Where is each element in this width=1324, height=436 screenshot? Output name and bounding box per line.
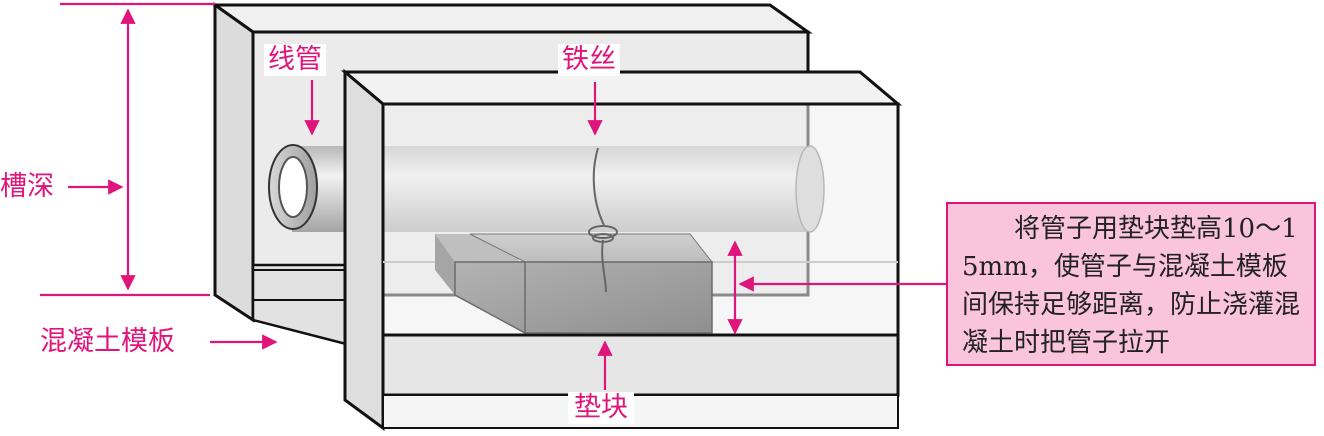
binding-wire bbox=[588, 147, 618, 293]
formwork-label: 混凝土模板 bbox=[40, 326, 175, 357]
wire-label: 铁丝 bbox=[558, 44, 620, 76]
spacer-block-label: 垫块 bbox=[568, 392, 634, 424]
groove-depth-dimension bbox=[40, 2, 215, 297]
groove-depth-label: 槽深 bbox=[0, 171, 54, 202]
explanation-note: 将管子用垫块垫高10～15mm，使管子与混凝土模板间保持足够距离，防止浇灌混凝土… bbox=[946, 202, 1316, 366]
spacer-block-shape bbox=[435, 233, 714, 334]
conduit-label: 线管 bbox=[264, 44, 326, 76]
callout-arrows bbox=[210, 80, 946, 390]
